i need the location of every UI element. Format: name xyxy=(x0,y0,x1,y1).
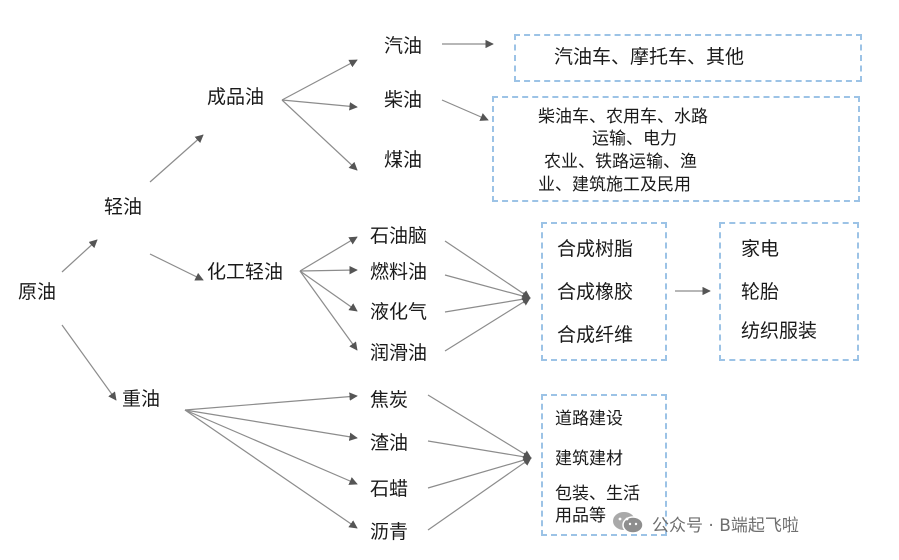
edge-wax-use xyxy=(427,456,532,489)
node-refined-oil: 成品油 xyxy=(207,86,265,108)
wechat-icon xyxy=(613,512,644,534)
edge-crude-light xyxy=(61,239,98,273)
edge-chem-fuel xyxy=(299,265,358,275)
node-asphalt: 沥青 xyxy=(370,521,409,543)
edge-naphtha-syn xyxy=(444,240,531,299)
node-naphtha: 石油脑 xyxy=(370,225,428,247)
edge-refined-diesel xyxy=(281,99,358,111)
box-diesel-use-line-3: 农业、铁路运输、渔 xyxy=(544,152,697,172)
box-synthetics-line-1: 合成树脂 xyxy=(557,238,634,260)
node-kerosene: 煤油 xyxy=(384,149,423,171)
edge-chem-naphtha xyxy=(299,236,358,272)
edge-fuel-syn xyxy=(444,274,531,301)
box-diesel-use-line-4: 业、建筑施工及民用 xyxy=(538,175,691,195)
watermark-text: 公众号 · B端起飞啦 xyxy=(652,515,799,536)
watermark: 公众号 · B端起飞啦 xyxy=(612,510,799,536)
box-heavy-use-line-1: 道路建设 xyxy=(555,409,623,429)
edge-lube-syn xyxy=(444,297,531,352)
edge-refined-kerosene xyxy=(281,99,358,171)
node-wax: 石蜡 xyxy=(370,478,409,500)
edge-residue-use xyxy=(427,440,532,461)
box-gasoline-use-line: 汽油车、摩托车、其他 xyxy=(554,46,745,68)
box-diesel-use-line-1: 柴油车、农用车、水路 xyxy=(538,107,708,127)
edge-diesel-use xyxy=(441,99,489,121)
box-synthetics-line-2: 合成橡胶 xyxy=(557,281,634,303)
edge-refined-gasoline xyxy=(281,59,358,101)
edge-coke-use xyxy=(427,394,532,459)
node-heavy-oil: 重油 xyxy=(122,388,161,410)
edge-light-refined xyxy=(149,134,204,183)
node-coke: 焦炭 xyxy=(370,389,409,411)
edge-asphalt-use xyxy=(427,457,532,531)
node-diesel: 柴油 xyxy=(384,89,423,111)
node-gasoline: 汽油 xyxy=(384,35,423,57)
edge-heavy-wax xyxy=(184,409,358,485)
box-consumer-line-2: 轮胎 xyxy=(741,281,780,303)
box-consumer-line-1: 家电 xyxy=(741,238,780,260)
edge-chem-lpg xyxy=(299,270,358,312)
edge-heavy-coke xyxy=(184,392,358,411)
box-synthetics: 合成树脂 合成橡胶 合成纤维 xyxy=(541,222,667,361)
box-diesel-use-line-2: 运输、电力 xyxy=(592,129,677,149)
edge-lpg-syn xyxy=(444,295,531,313)
node-lube-oil: 润滑油 xyxy=(370,342,428,364)
box-heavy-use: 道路建设 建筑建材 包装、生活 用品等 xyxy=(541,394,667,536)
box-gasoline-use: 汽油车、摩托车、其他 xyxy=(514,34,862,82)
box-heavy-use-line-3: 包装、生活 xyxy=(555,484,640,504)
edge-crude-heavy xyxy=(61,324,117,401)
node-light-oil: 轻油 xyxy=(104,196,143,218)
node-lpg: 液化气 xyxy=(370,301,428,323)
node-fuel-oil: 燃料油 xyxy=(370,261,428,283)
edge-heavy-asphalt xyxy=(184,409,358,529)
box-consumer: 家电 轮胎 纺织服装 xyxy=(719,222,859,361)
node-residue: 渣油 xyxy=(370,432,409,454)
box-heavy-use-line-4: 用品等 xyxy=(555,506,606,526)
box-consumer-line-3: 纺织服装 xyxy=(741,320,818,342)
box-diesel-use: 柴油车、农用车、水路 运输、电力 农业、铁路运输、渔 业、建筑施工及民用 xyxy=(492,96,860,202)
edge-light-chem xyxy=(149,253,204,281)
box-heavy-use-line-2: 建筑建材 xyxy=(555,449,623,469)
edge-chem-lube xyxy=(299,270,358,351)
box-synthetics-line-3: 合成纤维 xyxy=(557,324,634,346)
node-chem-light-oil: 化工轻油 xyxy=(207,261,284,283)
edge-heavy-residue xyxy=(184,409,358,441)
node-crude: 原油 xyxy=(18,281,57,303)
